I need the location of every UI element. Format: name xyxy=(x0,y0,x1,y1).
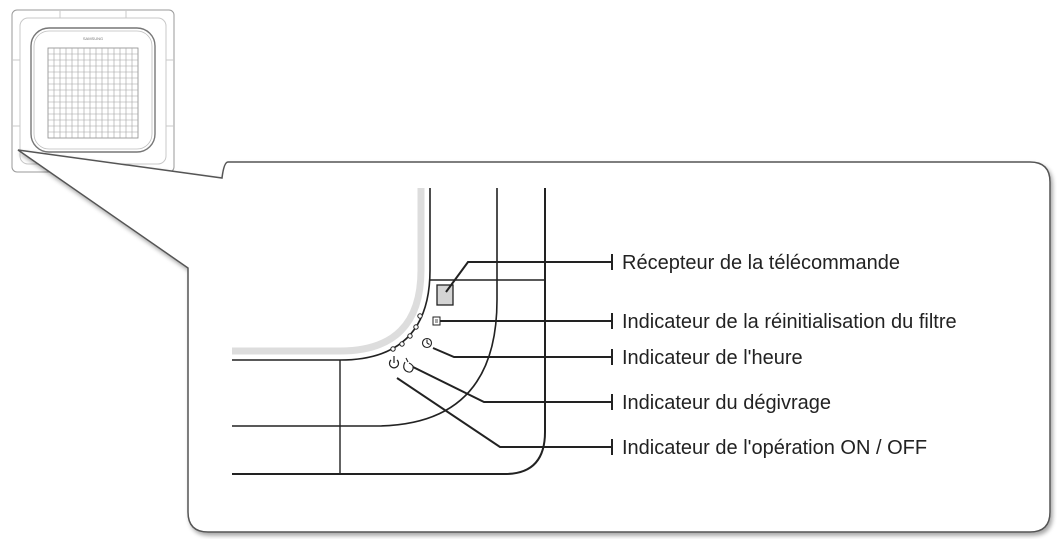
label-filter-reset-indicator: Indicateur de la réinitialisation du fil… xyxy=(622,311,957,333)
brand-logo: SAMSUNG xyxy=(83,36,103,41)
label-power-indicator: Indicateur de l'opération ON / OFF xyxy=(622,437,927,459)
filter-icon xyxy=(432,316,441,326)
label-remote-receiver: Récepteur de la télécommande xyxy=(622,252,900,274)
timer-icon xyxy=(421,337,433,349)
label-defrost-indicator: Indicateur du dégivrage xyxy=(622,392,831,414)
label-timer-indicator: Indicateur de l'heure xyxy=(622,347,803,369)
leader-lines xyxy=(396,254,613,455)
defrost-icon xyxy=(403,357,414,373)
receiver-window xyxy=(436,284,454,306)
power-icon xyxy=(388,356,400,369)
air-grille xyxy=(47,47,139,139)
detail-callout xyxy=(17,149,1051,533)
indicator-dots xyxy=(390,313,423,352)
unit-thumbnail: SAMSUNG xyxy=(11,9,175,173)
